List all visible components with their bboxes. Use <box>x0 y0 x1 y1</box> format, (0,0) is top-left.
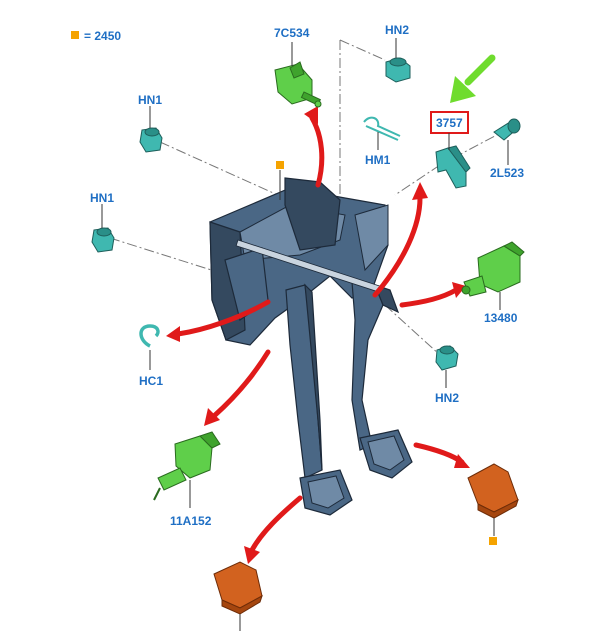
clutch-pedal <box>285 283 353 516</box>
red-arrows <box>166 106 470 564</box>
label-7C534: 7C534 <box>274 26 310 40</box>
pad-marker-right <box>489 537 497 545</box>
label-13480: 13480 <box>484 311 518 325</box>
label-HN2-top: HN2 <box>385 23 409 37</box>
label-HN1-upper: HN1 <box>138 93 162 107</box>
label-HN2-lower: HN2 <box>435 391 459 405</box>
bracket-3757 <box>435 145 471 189</box>
brake-pedal <box>351 281 413 479</box>
nut-HN1-lower <box>91 227 115 253</box>
label-2L523: 2L523 <box>490 166 524 180</box>
label-11A152: 11A152 <box>170 514 212 528</box>
legend-text: = 2450 <box>84 29 121 43</box>
legend-marker <box>71 31 79 39</box>
pedal-pad-right <box>467 463 519 545</box>
nut-HN1-upper <box>139 127 163 153</box>
clip-HM1 <box>363 116 401 141</box>
marker-pedal-box <box>276 161 284 169</box>
label-HM1: HM1 <box>365 153 391 167</box>
clip-HC1 <box>139 324 160 348</box>
switch-7C534 <box>274 61 322 108</box>
pin-2L523 <box>493 118 521 141</box>
green-highlight-arrow <box>450 54 496 103</box>
nut-HN2-top <box>385 57 411 83</box>
nut-HN2-lower <box>435 345 459 371</box>
switch-13480 <box>461 241 525 297</box>
pedal-pad-left <box>213 561 263 631</box>
label-HN1-lower: HN1 <box>90 191 114 205</box>
switch-11A152 <box>153 431 221 501</box>
label-3757: 3757 <box>436 116 463 130</box>
label-HC1: HC1 <box>139 374 163 388</box>
